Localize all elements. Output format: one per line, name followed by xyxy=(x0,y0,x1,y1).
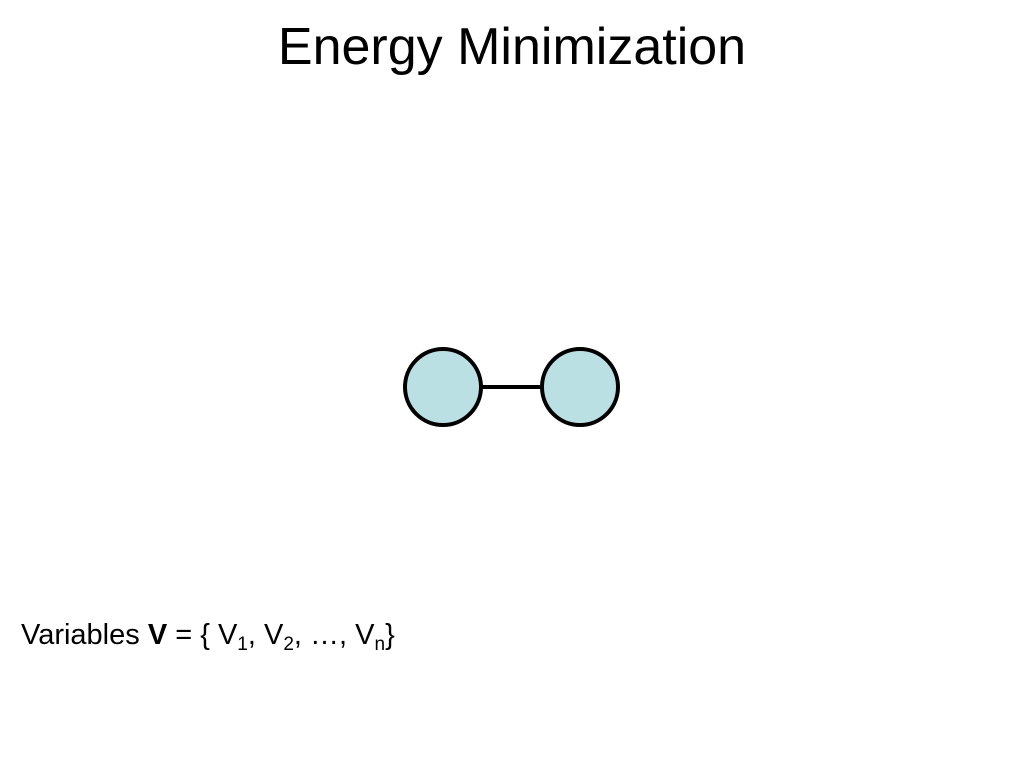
formula-label: Variables xyxy=(21,619,140,651)
variable-2: V2 xyxy=(264,619,294,655)
node-1 xyxy=(403,347,483,427)
variable-n: Vn xyxy=(355,619,386,655)
variables-formula: Variables V = { V1, V2, …, Vn} xyxy=(21,619,395,655)
slide-title: Energy Minimization xyxy=(277,18,747,76)
formula-close: } xyxy=(385,619,395,651)
variable-ellipsis: … xyxy=(310,619,340,651)
formula-symbol: V xyxy=(147,619,168,651)
variable-1: V1 xyxy=(217,619,248,655)
node-2 xyxy=(540,347,620,427)
formula-equals-open: = { xyxy=(167,619,218,651)
